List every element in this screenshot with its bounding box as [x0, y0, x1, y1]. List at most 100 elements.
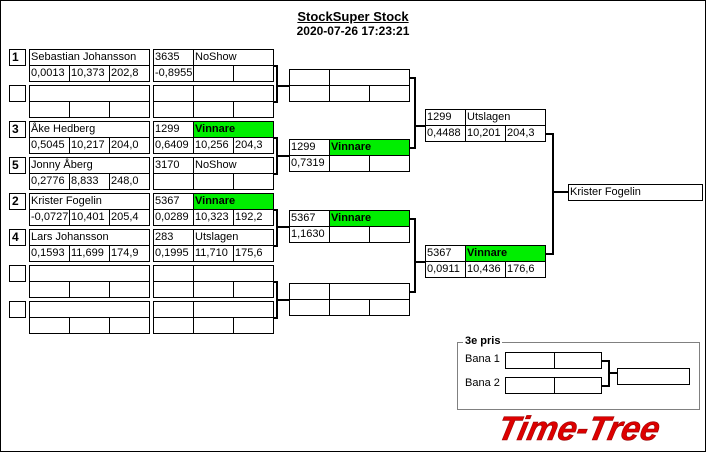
r2-result-stat-2[interactable]	[329, 155, 370, 172]
r2-result-stat-3[interactable]	[369, 85, 410, 102]
r1-result-stat-3[interactable]	[233, 101, 274, 118]
lane-1-cell-2[interactable]	[554, 352, 602, 369]
r1-result-status[interactable]: Vinnare	[193, 193, 274, 210]
r2-result-stat-2[interactable]	[329, 299, 370, 316]
driver-stat-1[interactable]	[29, 101, 70, 118]
r2-result-stat-1[interactable]: 1,1630	[289, 226, 330, 243]
r1-result-number[interactable]	[153, 85, 194, 102]
r2-result-stat-1[interactable]: 0,7319	[289, 155, 330, 172]
driver-name[interactable]: Sebastian Johansson	[29, 49, 150, 66]
driver-stat-1[interactable]: 0,2776	[29, 173, 70, 190]
r1-result-stat-1[interactable]: 0,6409	[153, 137, 194, 154]
driver-name[interactable]: Jonny Åberg	[29, 157, 150, 174]
r2-result-stat-3[interactable]	[369, 299, 410, 316]
r1-result-stat-3[interactable]	[233, 281, 274, 298]
driver-stat-1[interactable]: 0,0013	[29, 65, 70, 82]
r1-result-stat-1[interactable]	[153, 281, 194, 298]
driver-stat-2[interactable]	[69, 281, 110, 298]
r3-result-number[interactable]: 5367	[425, 245, 466, 262]
r1-result-stat-2[interactable]	[193, 65, 234, 82]
r1-result-number[interactable]: 3170	[153, 157, 194, 174]
r1-result-stat-3[interactable]: 204,3	[233, 137, 274, 154]
r1-result-status[interactable]	[193, 265, 274, 282]
r3-result-status[interactable]: Utslagen	[465, 109, 546, 126]
driver-stat-1[interactable]: 0,1593	[29, 245, 70, 262]
r1-result-stat-3[interactable]	[233, 317, 274, 334]
r1-result-number[interactable]: 5367	[153, 193, 194, 210]
r3-result-stat-1[interactable]: 0,4488	[425, 125, 466, 142]
driver-stat-2[interactable]	[69, 317, 110, 334]
r3-result-stat-3[interactable]: 204,3	[505, 125, 546, 142]
lane-2-cell-2[interactable]	[554, 377, 602, 394]
driver-stat-2[interactable]: 10,401	[69, 209, 110, 226]
r1-result-stat-2[interactable]: 10,256	[193, 137, 234, 154]
driver-stat-3[interactable]: 204,0	[109, 137, 150, 154]
r2-result-number[interactable]: 5367	[289, 210, 330, 227]
r2-result-stat-3[interactable]	[369, 155, 410, 172]
r1-result-status[interactable]	[193, 85, 274, 102]
r2-result-number[interactable]: 1299	[289, 139, 330, 156]
driver-stat-3[interactable]	[109, 101, 150, 118]
r1-result-stat-2[interactable]	[193, 317, 234, 334]
r1-result-stat-3[interactable]: 192,2	[233, 209, 274, 226]
r2-result-number[interactable]	[289, 283, 330, 300]
r1-result-stat-2[interactable]	[193, 281, 234, 298]
r3-result-stat-2[interactable]: 10,436	[465, 261, 506, 278]
driver-name[interactable]: Krister Fogelin	[29, 193, 150, 210]
r1-result-status[interactable]: Vinnare	[193, 121, 274, 138]
r3-result-stat-1[interactable]: 0,0911	[425, 261, 466, 278]
r1-result-number[interactable]: 1299	[153, 121, 194, 138]
driver-stat-3[interactable]: 174,9	[109, 245, 150, 262]
driver-name[interactable]	[29, 265, 150, 282]
lane-2-cell-1[interactable]	[505, 377, 555, 394]
third-place-result[interactable]	[617, 368, 690, 385]
driver-stat-2[interactable]: 11,699	[69, 245, 110, 262]
r1-result-stat-1[interactable]	[153, 173, 194, 190]
driver-name[interactable]	[29, 85, 150, 102]
r2-result-number[interactable]	[289, 69, 330, 86]
r1-result-number[interactable]: 3635	[153, 49, 194, 66]
r1-result-number[interactable]	[153, 265, 194, 282]
r1-result-number[interactable]	[153, 301, 194, 318]
driver-name[interactable]: Åke Hedberg	[29, 121, 150, 138]
driver-stat-3[interactable]	[109, 317, 150, 334]
driver-stat-3[interactable]: 205,4	[109, 209, 150, 226]
r2-result-status[interactable]	[329, 69, 410, 86]
r1-result-stat-1[interactable]	[153, 101, 194, 118]
r2-result-status[interactable]: Vinnare	[329, 210, 410, 227]
r2-result-stat-3[interactable]	[369, 226, 410, 243]
r2-result-stat-2[interactable]	[329, 226, 370, 243]
r2-result-status[interactable]	[329, 283, 410, 300]
r2-result-status[interactable]: Vinnare	[329, 139, 410, 156]
r2-result-stat-2[interactable]	[329, 85, 370, 102]
r1-result-number[interactable]: 283	[153, 229, 194, 246]
r1-result-stat-3[interactable]	[233, 173, 274, 190]
driver-stat-3[interactable]	[109, 281, 150, 298]
r1-result-stat-1[interactable]: 0,1995	[153, 245, 194, 262]
r1-result-status[interactable]: NoShow	[193, 49, 274, 66]
driver-stat-1[interactable]	[29, 281, 70, 298]
driver-stat-2[interactable]: 8,833	[69, 173, 110, 190]
r1-result-stat-1[interactable]: -0,8955	[153, 65, 194, 82]
r3-result-status[interactable]: Vinnare	[465, 245, 546, 262]
driver-stat-2[interactable]	[69, 101, 110, 118]
r1-result-status[interactable]: Utslagen	[193, 229, 274, 246]
r1-result-stat-2[interactable]	[193, 173, 234, 190]
r1-result-status[interactable]: NoShow	[193, 157, 274, 174]
r1-result-stat-1[interactable]	[153, 317, 194, 334]
lane-1-cell-1[interactable]	[505, 352, 555, 369]
r1-result-stat-3[interactable]: 175,6	[233, 245, 274, 262]
champion-name[interactable]: Krister Fogelin	[568, 184, 703, 201]
driver-stat-2[interactable]: 10,373	[69, 65, 110, 82]
r1-result-stat-2[interactable]: 10,323	[193, 209, 234, 226]
driver-name[interactable]: Lars Johansson	[29, 229, 150, 246]
r1-result-status[interactable]	[193, 301, 274, 318]
r3-result-number[interactable]: 1299	[425, 109, 466, 126]
r3-result-stat-3[interactable]: 176,6	[505, 261, 546, 278]
r1-result-stat-2[interactable]: 11,710	[193, 245, 234, 262]
driver-stat-2[interactable]: 10,217	[69, 137, 110, 154]
driver-stat-1[interactable]: 0,5045	[29, 137, 70, 154]
r1-result-stat-3[interactable]	[233, 65, 274, 82]
driver-stat-1[interactable]	[29, 317, 70, 334]
r3-result-stat-2[interactable]: 10,201	[465, 125, 506, 142]
